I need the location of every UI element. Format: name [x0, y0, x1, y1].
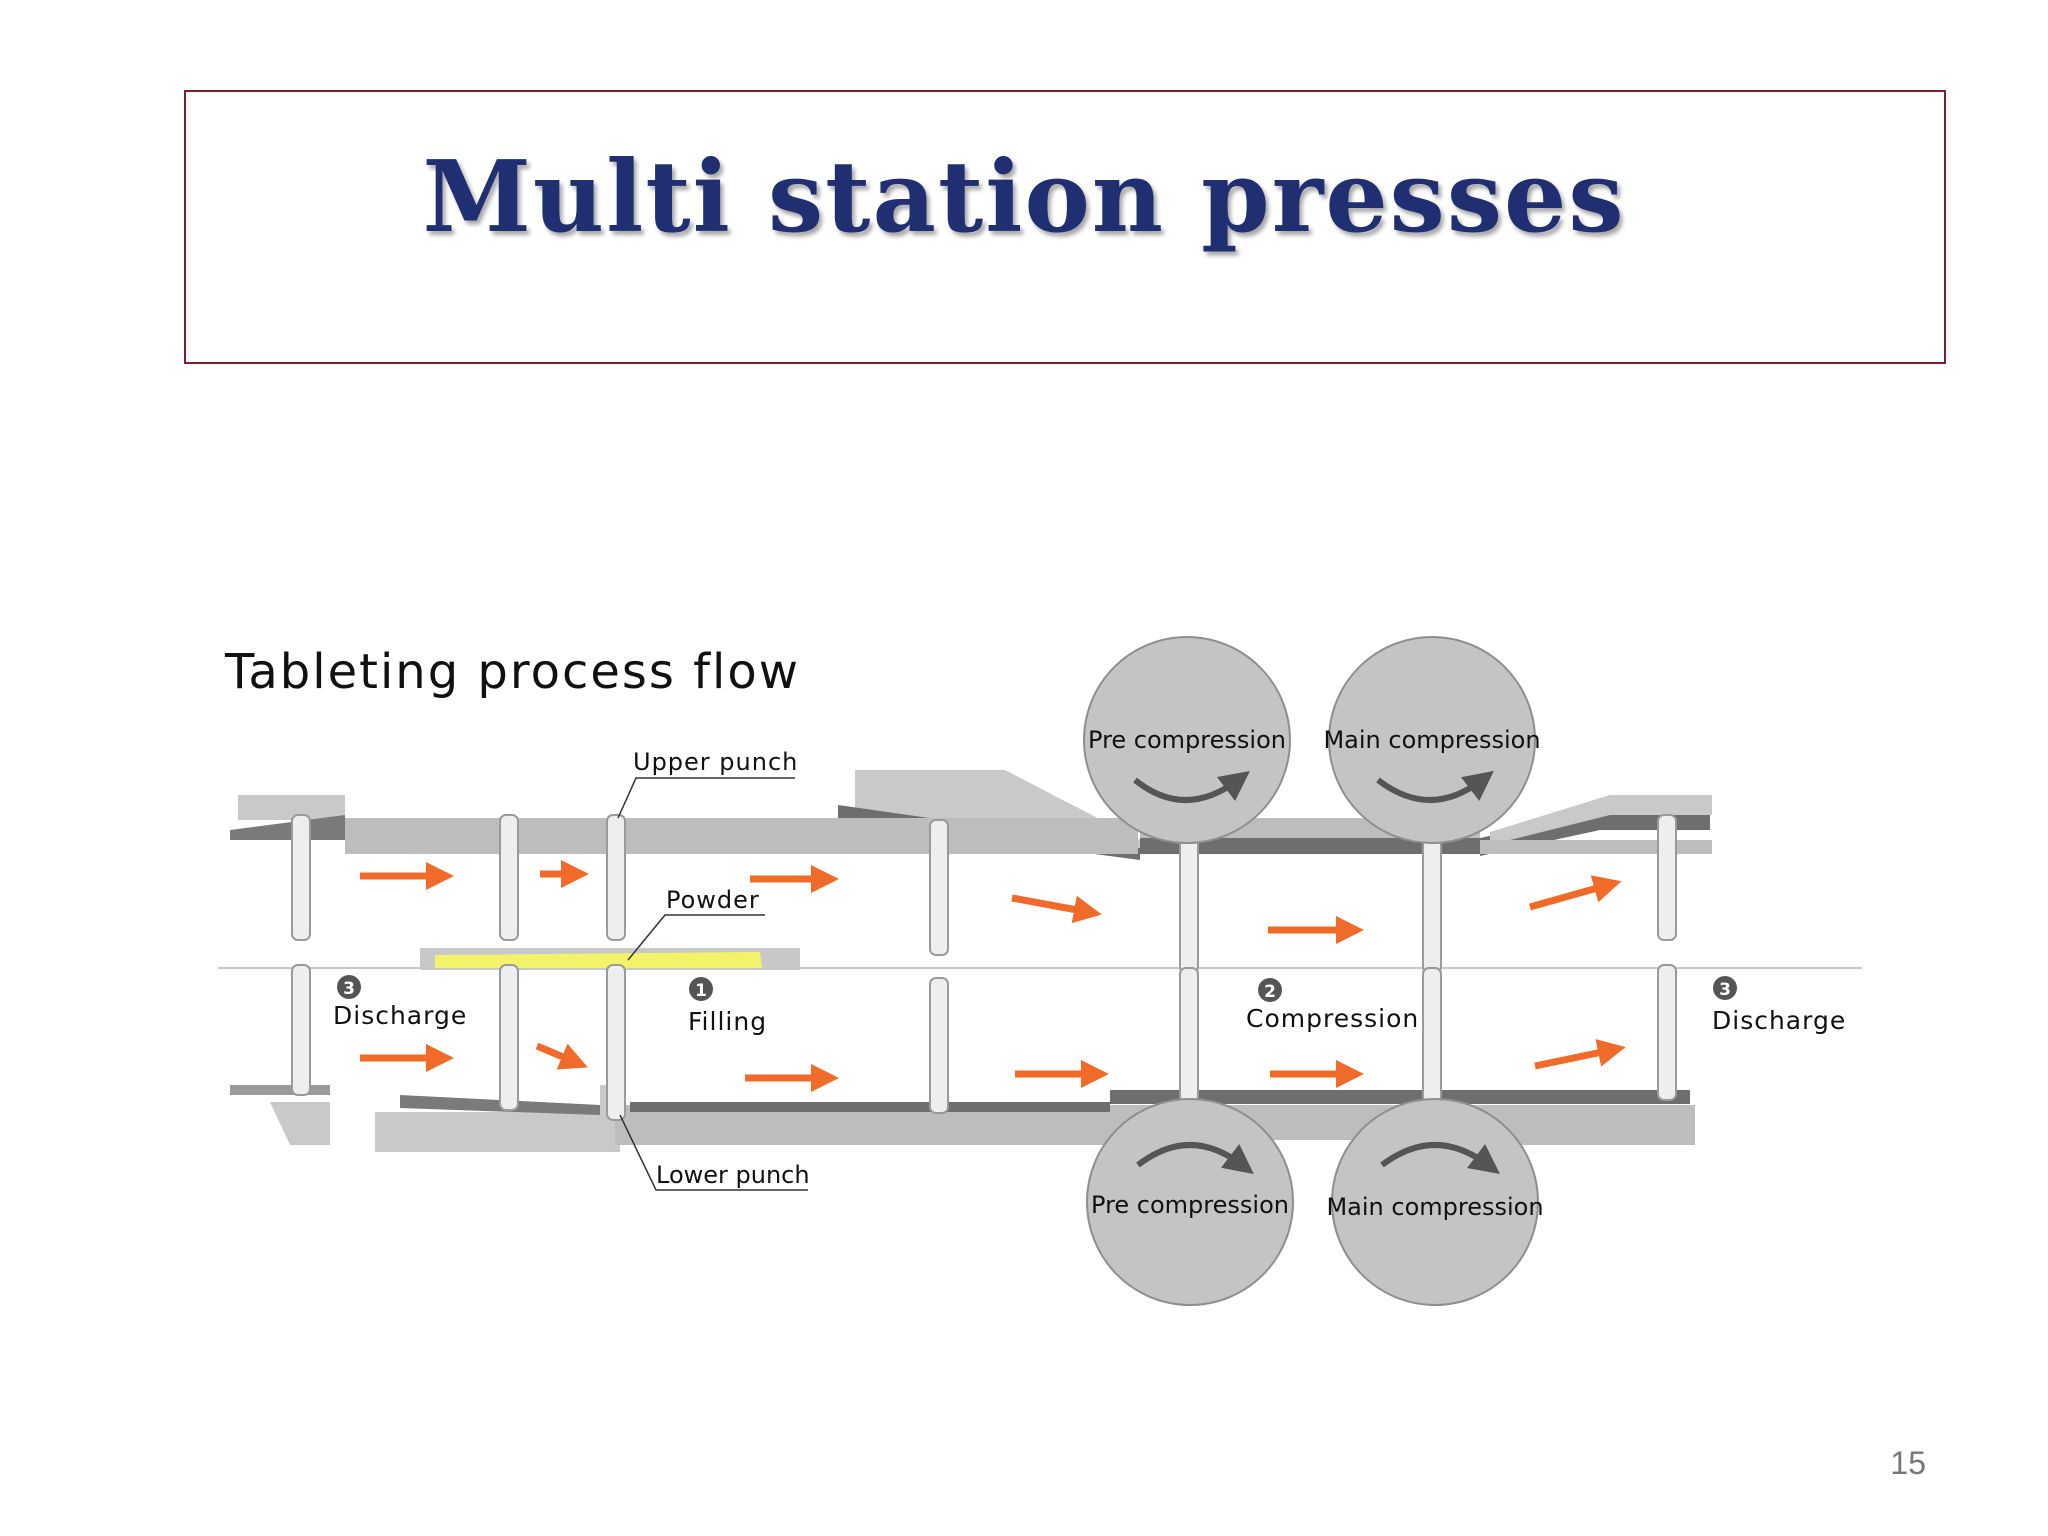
upper-pre-label: Pre compression	[1088, 726, 1286, 754]
powder-label: Powder	[666, 886, 760, 914]
lower-main-rotation-arrow	[1380, 1142, 1500, 1175]
upper-main-rotation-arrow	[1376, 770, 1494, 803]
punch-pair-2	[499, 814, 519, 1111]
punch-pair-4	[929, 819, 949, 1114]
lower-main-label: Main compression	[1326, 1193, 1543, 1221]
step-marker-discharge-right: 3	[1713, 976, 1737, 1000]
punch-pair-5	[1179, 837, 1199, 1104]
svg-text:1: 1	[695, 981, 707, 1001]
punches	[291, 814, 1677, 1121]
svg-text:2: 2	[1264, 982, 1276, 1002]
lower-punch-label: Lower punch	[656, 1161, 810, 1189]
powder-hopper	[420, 948, 800, 970]
compression-label: Compression	[1246, 1004, 1419, 1033]
lower-pre-label: Pre compression	[1091, 1191, 1289, 1219]
step-marker-discharge-left: 3	[337, 975, 361, 999]
diagram-heading: Tableting process flow	[224, 644, 800, 700]
rollers	[1083, 636, 1539, 1306]
upper-cam-track	[230, 770, 1712, 860]
page-number: 15	[1890, 1445, 1926, 1481]
step-marker-compression: 2	[1258, 978, 1282, 1002]
discharge-left-label: Discharge	[333, 1001, 467, 1030]
discharge-right-label: Discharge	[1712, 1006, 1846, 1035]
filling-label: Filling	[688, 1007, 767, 1036]
callout-lines	[617, 777, 808, 1191]
lower-punch-callout	[619, 1114, 808, 1191]
upper-punch-label: Upper punch	[633, 748, 798, 776]
punch-pair-7	[1657, 814, 1677, 1101]
slide-title: Multi station presses	[422, 140, 1626, 255]
step-marker-filling: 1	[689, 977, 713, 1001]
title-box	[184, 90, 1946, 364]
motion-arrows	[360, 860, 1626, 1092]
svg-text:3: 3	[1719, 980, 1731, 1000]
powder-callout	[627, 914, 765, 961]
upper-punch-callout	[617, 777, 795, 819]
lower-cam-track	[230, 1085, 1695, 1152]
svg-text:3: 3	[343, 979, 355, 999]
upper-pre-rotation-arrow	[1133, 770, 1250, 803]
punch-pair-3	[606, 814, 626, 1121]
lower-pre-rotation-arrow	[1136, 1142, 1254, 1175]
punch-pair-6	[1422, 837, 1442, 1104]
upper-main-label: Main compression	[1323, 726, 1540, 754]
punch-pair-1	[291, 814, 311, 1096]
